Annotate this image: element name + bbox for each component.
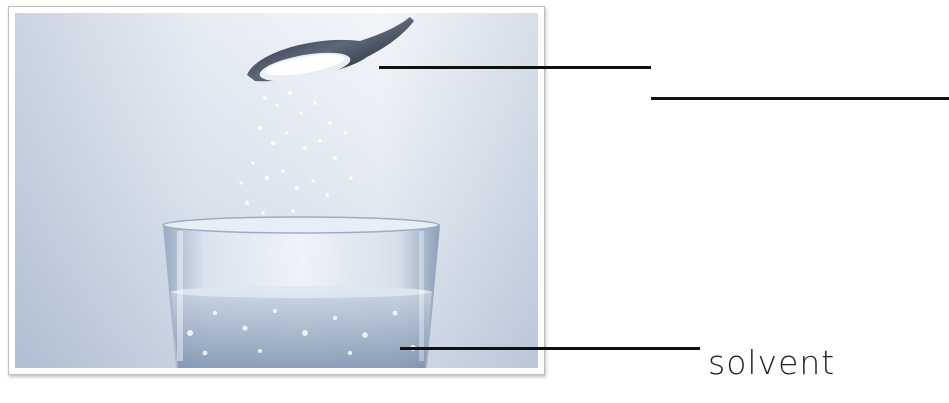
solvent-label: solvent [708, 343, 835, 382]
photo-frame [8, 6, 545, 375]
solute-label-line [379, 66, 651, 69]
solvent-label-line [400, 347, 700, 350]
solute-blank-answer-line [651, 97, 949, 100]
